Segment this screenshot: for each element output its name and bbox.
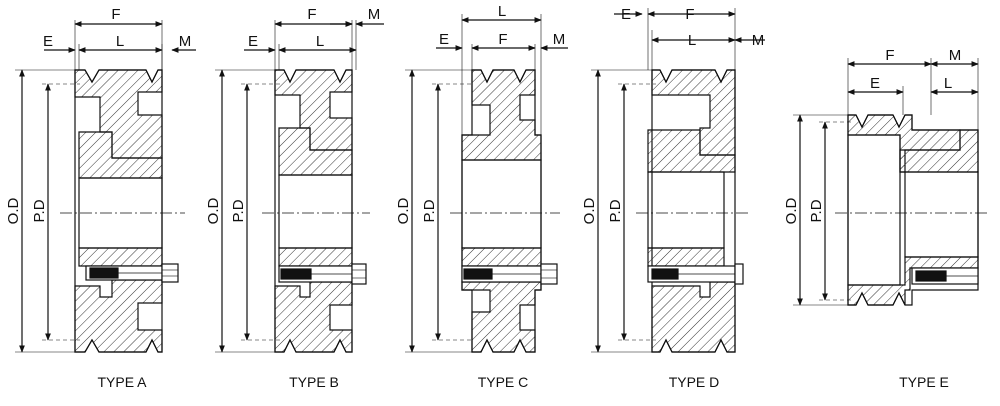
label-l-d: L: [688, 32, 696, 49]
label-l-c: L: [498, 3, 506, 20]
pulley-type-e: [793, 58, 990, 306]
label-od-c: O.D: [395, 198, 412, 225]
label-f-c: F: [498, 31, 507, 48]
label-pd-a: P.D: [31, 199, 48, 222]
label-od-d: O.D: [581, 198, 598, 225]
label-l-e: L: [944, 75, 952, 92]
label-f-e: F: [885, 47, 894, 64]
label-pd-d: P.D: [607, 199, 624, 222]
label-e-c: E: [439, 31, 449, 48]
label-m-e: M: [949, 47, 962, 64]
pulley-type-d: [591, 8, 765, 353]
label-e-a: E: [43, 33, 53, 50]
label-l-a: L: [116, 33, 124, 50]
label-f-a: F: [111, 6, 120, 23]
label-od-b: O.D: [205, 198, 222, 225]
label-m-c: M: [553, 31, 566, 48]
caption-type-e: TYPE E: [899, 374, 949, 390]
label-e-d: E: [621, 6, 631, 23]
label-m-d: M: [752, 32, 765, 49]
label-e-e: E: [870, 75, 880, 92]
caption-type-a: TYPE A: [97, 374, 147, 390]
caption-type-c: TYPE C: [477, 374, 529, 390]
pulley-type-c: [405, 14, 568, 353]
caption-type-b: TYPE B: [289, 374, 339, 390]
label-m-a: M: [179, 33, 192, 50]
label-od-e: O.D: [783, 198, 800, 225]
pulley-type-a: [15, 20, 196, 353]
caption-type-d: TYPE D: [668, 374, 720, 390]
label-pd-b: P.D: [230, 199, 247, 222]
dimension-labels: F E L M O.D P.D F M E L O.D P.D L E F M …: [5, 3, 961, 224]
label-f-b: F: [307, 6, 316, 23]
label-l-b: L: [316, 33, 324, 50]
label-pd-c: P.D: [421, 199, 438, 222]
label-pd-e: P.D: [808, 199, 825, 222]
label-f-d: F: [685, 6, 694, 23]
label-od-a: O.D: [5, 198, 22, 225]
pulley-type-b: [215, 20, 384, 353]
label-m-b: M: [368, 6, 381, 23]
label-e-b: E: [248, 33, 258, 50]
